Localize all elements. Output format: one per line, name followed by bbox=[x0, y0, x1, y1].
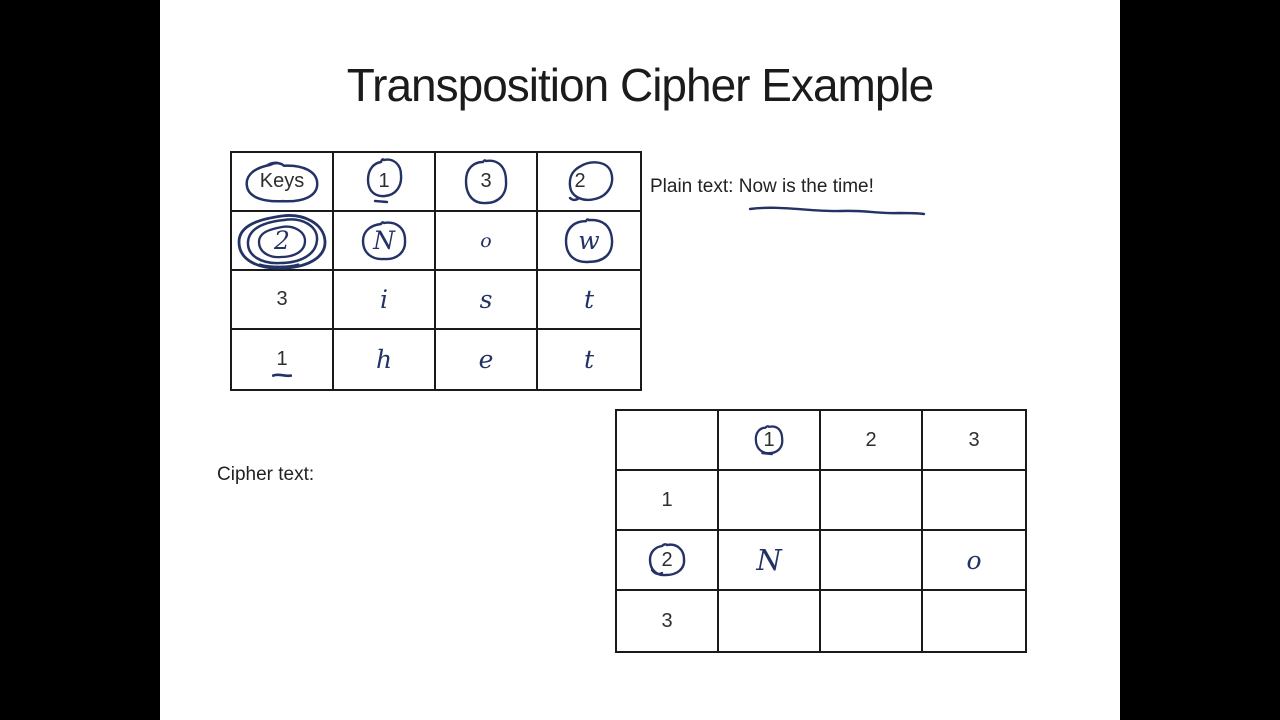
hand-circle-annotation bbox=[568, 160, 614, 201]
key-table-cell-h: h bbox=[334, 330, 436, 389]
key-header-value: 1 bbox=[378, 170, 390, 192]
cipher-table: 1 2 3 1 2 N o 3 bbox=[615, 409, 1027, 653]
letter-value: w bbox=[578, 226, 600, 255]
letter-value: o bbox=[480, 229, 492, 252]
letter-value: 2 bbox=[274, 226, 290, 255]
key-table-cell-row3-label: 3 bbox=[232, 271, 334, 330]
cipher-table-cell bbox=[719, 591, 821, 651]
cipher-table-cell bbox=[821, 531, 923, 591]
cipher-table-cell bbox=[923, 591, 1025, 651]
cipher-table-cell bbox=[821, 591, 923, 651]
cipher-table-cell-header-3: 3 bbox=[923, 411, 1025, 471]
row-label: 2 bbox=[661, 548, 673, 571]
letter-value: h bbox=[375, 345, 393, 374]
cipher-table-cell-row2-label: 2 bbox=[617, 531, 719, 591]
letter-value: e bbox=[478, 345, 494, 374]
cell-value: o bbox=[966, 545, 982, 575]
column-header: 1 bbox=[763, 428, 775, 451]
key-table-cell-s: s bbox=[436, 271, 538, 330]
cipher-table-cell-row3-label: 3 bbox=[617, 591, 719, 651]
cell-value: N bbox=[756, 543, 782, 577]
cipher-table-cell bbox=[923, 471, 1025, 531]
letter-value: s bbox=[479, 285, 493, 314]
plain-text-line: Plain text: Now is the time! bbox=[650, 176, 874, 198]
key-table-cell-row1-label: 1 bbox=[232, 330, 334, 389]
key-header-value: 3 bbox=[480, 170, 492, 192]
cipher-text-label: Cipher text: bbox=[217, 464, 315, 485]
letter-value: t bbox=[583, 345, 595, 374]
column-header: 3 bbox=[968, 428, 980, 451]
cipher-table-cell-header-2: 2 bbox=[821, 411, 923, 471]
cipher-table-cell-empty bbox=[617, 411, 719, 471]
key-table-cell-t2: t bbox=[538, 330, 640, 389]
hand-underline-annotation bbox=[748, 206, 926, 216]
key-table: Keys 1 3 2 2 N o bbox=[230, 151, 642, 391]
key-table-cell-keys: Keys bbox=[232, 153, 334, 212]
underline-annotation bbox=[272, 373, 292, 378]
letter-value: i bbox=[380, 285, 388, 314]
key-table-cell-scribbled-2: 2 bbox=[232, 212, 334, 271]
plain-text-label: Plain text: bbox=[650, 176, 734, 197]
row-label: 3 bbox=[276, 288, 288, 310]
column-header: 2 bbox=[865, 428, 877, 451]
row-label: 1 bbox=[276, 348, 288, 370]
key-table-cell-header-1: 1 bbox=[334, 153, 436, 212]
key-table-cell-header-3: 3 bbox=[436, 153, 538, 212]
key-table-cell-i: i bbox=[334, 271, 436, 330]
row-label: 3 bbox=[661, 609, 673, 632]
cipher-table-cell-header-1: 1 bbox=[719, 411, 821, 471]
key-table-cell-N: N bbox=[334, 212, 436, 271]
key-header-value: 2 bbox=[574, 170, 586, 192]
key-table-cell-e: e bbox=[436, 330, 538, 389]
cipher-table-cell bbox=[821, 471, 923, 531]
plain-text-value: Now is the time! bbox=[738, 176, 874, 197]
key-table-cell-w: w bbox=[538, 212, 640, 271]
key-table-cell-t1: t bbox=[538, 271, 640, 330]
cipher-table-cell bbox=[719, 471, 821, 531]
letter-value: N bbox=[373, 226, 395, 255]
cipher-table-cell-N: N bbox=[719, 531, 821, 591]
slide: Transposition Cipher Example Keys 1 3 2 bbox=[160, 0, 1120, 720]
key-table-cell-header-2: 2 bbox=[538, 153, 640, 212]
slide-title: Transposition Cipher Example bbox=[346, 59, 934, 111]
row-label: 1 bbox=[661, 488, 673, 511]
key-table-cell-o: o bbox=[436, 212, 538, 271]
key-table-keys-label: Keys bbox=[259, 170, 305, 192]
cipher-table-cell-o: o bbox=[923, 531, 1025, 591]
letter-value: t bbox=[583, 285, 595, 314]
cipher-table-cell-row1-label: 1 bbox=[617, 471, 719, 531]
